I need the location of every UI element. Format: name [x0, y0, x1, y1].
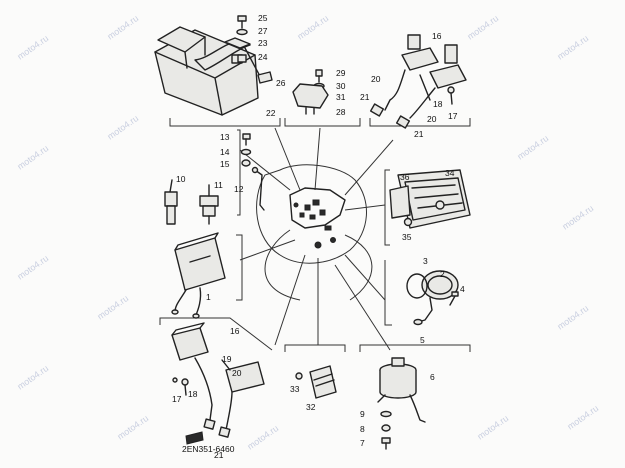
- connector-part-32: [295, 365, 337, 399]
- watermark-text: moto4.ru: [465, 13, 500, 42]
- callout-2: 2: [440, 269, 445, 279]
- sensors-10-11: [164, 179, 219, 225]
- coil-assembly-bottom-16-19: [171, 322, 265, 438]
- callout-25: 25: [258, 13, 268, 23]
- callout-27: 27: [258, 26, 268, 36]
- callout-13: 13: [220, 132, 230, 142]
- watermark-layer: moto4.ru moto4.ru moto4.ru moto4.ru moto…: [15, 13, 600, 452]
- callout-22: 22: [266, 108, 276, 118]
- watermark-text: moto4.ru: [475, 413, 510, 442]
- callout-20-left: 20: [371, 74, 381, 84]
- callout-18-bottom: 18: [188, 389, 198, 399]
- tail-light-34-36: [389, 169, 471, 229]
- callout-32: 32: [306, 402, 316, 412]
- central-frame-sketch: [239, 127, 394, 351]
- callout-33: 33: [290, 384, 300, 394]
- callout-11: 11: [214, 180, 223, 190]
- watermark-text: moto4.ru: [515, 133, 550, 162]
- callout-36: 36: [400, 172, 410, 182]
- callout-8: 8: [360, 424, 365, 434]
- callout-29: 29: [336, 68, 346, 78]
- watermark-text: moto4.ru: [565, 403, 600, 432]
- callout-31: 31: [336, 92, 346, 102]
- callout-30: 30: [336, 81, 346, 91]
- callout-34: 34: [445, 168, 455, 178]
- callout-labels: 25 27 23 24 26 22 29 30 31 28 16 20 21 2…: [172, 13, 465, 460]
- callout-10: 10: [176, 174, 186, 184]
- solenoid-part-6: [377, 357, 426, 450]
- callout-1: 1: [206, 292, 211, 302]
- callout-21-top-left: 21: [360, 92, 370, 102]
- callout-19: 19: [222, 354, 232, 364]
- watermark-text: moto4.ru: [15, 33, 50, 62]
- bolt-stack-13-15: [240, 133, 265, 211]
- watermark-text: moto4.ru: [95, 293, 130, 322]
- callout-21-top-right: 21: [414, 129, 424, 139]
- horn-part-2: [406, 270, 459, 326]
- watermark-text: moto4.ru: [245, 423, 280, 452]
- group-brackets: [159, 118, 471, 352]
- watermark-text: moto4.ru: [15, 363, 50, 392]
- watermark-text: moto4.ru: [15, 253, 50, 282]
- watermark-text: moto4.ru: [115, 413, 150, 442]
- callout-14: 14: [220, 147, 230, 157]
- diagram-code-label: 2EN351-6460: [182, 444, 235, 454]
- watermark-text: moto4.ru: [555, 33, 590, 62]
- callout-7: 7: [360, 438, 365, 448]
- callout-23: 23: [258, 38, 268, 48]
- control-unit-part-22: [154, 26, 273, 116]
- callout-24: 24: [258, 52, 268, 62]
- callout-17-top: 17: [448, 111, 458, 121]
- callout-28: 28: [336, 107, 346, 117]
- mounting-bolts-23-27: [224, 15, 251, 63]
- watermark-text: moto4.ru: [555, 303, 590, 332]
- relay-part-28: [292, 69, 329, 115]
- callout-4: 4: [460, 284, 465, 294]
- callout-3: 3: [423, 256, 428, 266]
- callout-6: 6: [430, 372, 435, 382]
- watermark-text: moto4.ru: [15, 143, 50, 172]
- callout-16-bottom: 16: [230, 326, 240, 336]
- callout-15: 15: [220, 159, 230, 169]
- callout-20-bottom: 20: [232, 368, 242, 378]
- ignition-coils-part-16: [369, 34, 467, 129]
- callout-21-bottom: 21: [214, 450, 224, 460]
- callout-20-right: 20: [427, 114, 437, 124]
- watermark-text: moto4.ru: [105, 13, 140, 42]
- watermark-text: moto4.ru: [105, 113, 140, 142]
- callout-18-top: 18: [433, 99, 443, 109]
- callout-26: 26: [276, 78, 286, 88]
- callout-35: 35: [402, 232, 412, 242]
- callout-5: 5: [420, 335, 425, 345]
- callout-9: 9: [360, 409, 365, 419]
- watermark-text: moto4.ru: [295, 13, 330, 42]
- callout-17-bottom: 17: [172, 394, 182, 404]
- callout-12: 12: [234, 184, 244, 194]
- callout-16-top: 16: [432, 31, 442, 41]
- diagram-code-plate: 2EN351-6460: [182, 431, 235, 454]
- watermark-text: moto4.ru: [560, 203, 595, 232]
- regulator-part-1: [171, 232, 226, 319]
